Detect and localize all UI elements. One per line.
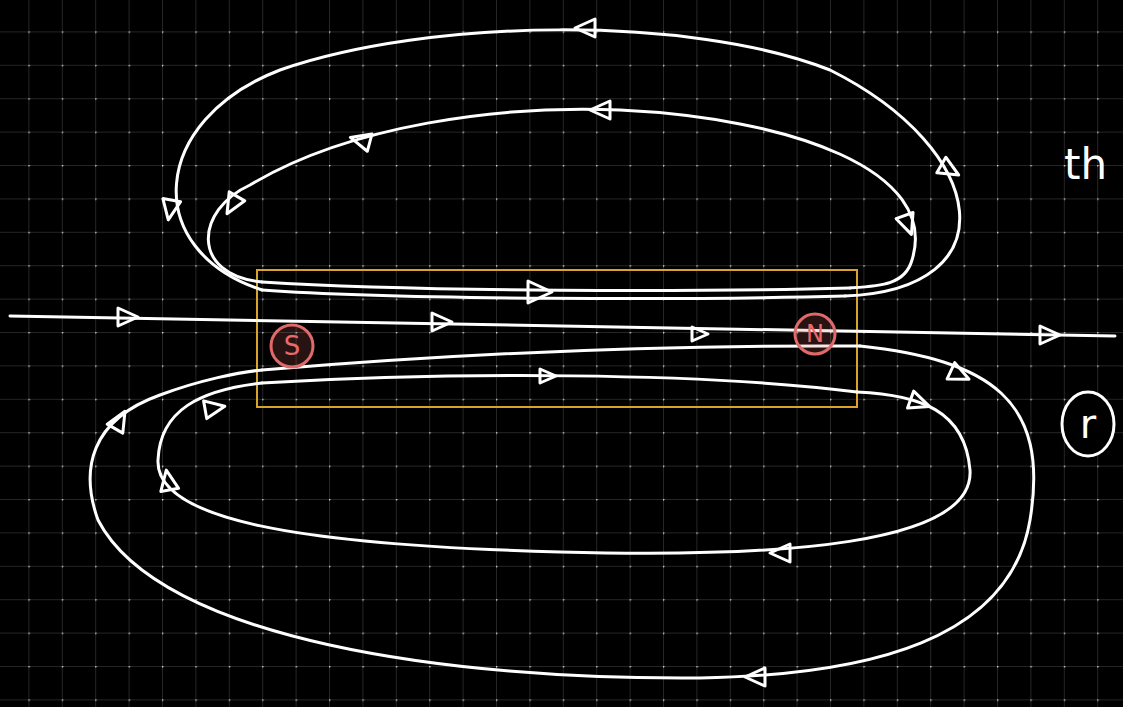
bar-magnet — [257, 270, 857, 407]
field-line — [262, 376, 857, 392]
note-text: th — [1064, 140, 1107, 189]
field-line — [208, 109, 915, 288]
field-line — [10, 316, 1115, 336]
field-line — [158, 383, 970, 553]
circle-shape — [1062, 392, 1114, 456]
arrowheads — [107, 19, 1060, 686]
field-line — [262, 282, 850, 290]
pole-circle: N — [793, 312, 837, 356]
pole-circle: S — [269, 323, 315, 369]
circle-shape — [271, 325, 313, 367]
pole-letter: r — [1080, 404, 1096, 444]
pole-letter: S — [284, 333, 301, 359]
field-line — [262, 346, 860, 370]
field-line — [90, 346, 1034, 678]
field-line — [176, 30, 960, 296]
field-lines — [10, 30, 1115, 678]
pole-letter: N — [806, 322, 824, 346]
circle-shape — [795, 314, 835, 354]
pole-circle: r — [1060, 390, 1116, 458]
